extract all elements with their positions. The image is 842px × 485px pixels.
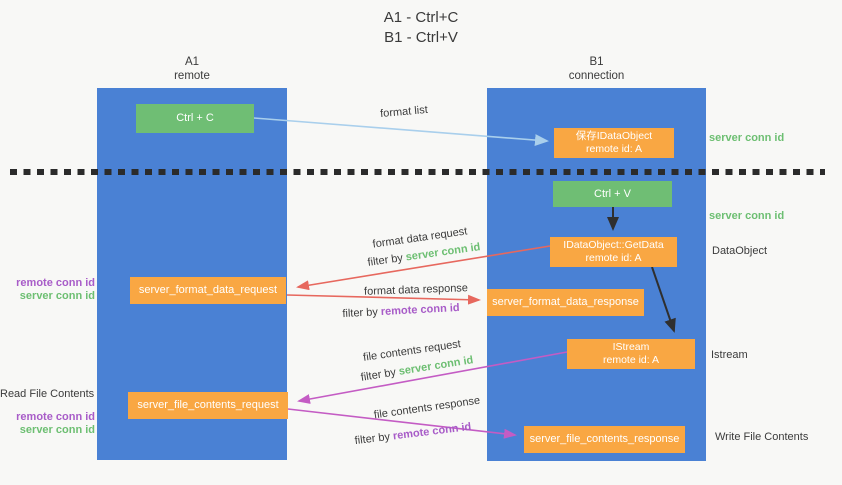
arrow-format-list	[253, 117, 549, 147]
column-header-b1: B1 connection	[487, 55, 706, 83]
annotation-remote-conn-id: remote conn id	[16, 411, 95, 423]
arrow-file-contents-request	[297, 351, 568, 404]
node-ctrl-c: Ctrl + C	[136, 104, 254, 133]
node-idataobject-getdata: IDataObject::GetData remote id: A	[550, 237, 677, 267]
node-ctrl-v: Ctrl + V	[553, 181, 672, 207]
arrow-getdata-to-istream	[651, 266, 676, 333]
column-b1-role: connection	[568, 70, 625, 82]
column-a1-role: remote	[174, 70, 210, 82]
node-server-format-data-request: server_format_data_request	[130, 277, 286, 304]
annotation-left-conn-ids-bottom: remote conn id server conn id	[0, 411, 95, 437]
node-istream: IStream remote id: A	[567, 339, 695, 369]
node-server-file-contents-response: server_file_contents_response	[524, 426, 685, 453]
node-idataobject-getdata-line2: remote id: A	[585, 252, 642, 264]
node-save-idataobject-line1: 保存IDataObject	[575, 130, 653, 142]
node-istream-line1: IStream	[612, 341, 650, 353]
annotation-server-conn-id: server conn id	[19, 424, 95, 436]
node-server-format-data-response: server_format_data_response	[487, 289, 644, 316]
title-line-2: B1 - Ctrl+V	[384, 29, 458, 46]
node-istream-line2: remote id: A	[602, 354, 660, 366]
annotation-server-conn-id: server conn id	[19, 290, 95, 302]
arrow-format-data-response	[286, 294, 481, 305]
annotation-remote-conn-id: remote conn id	[16, 277, 95, 289]
diagram-title: A1 - Ctrl+C B1 - Ctrl+V	[0, 8, 842, 48]
arrow-format-data-request	[296, 245, 551, 291]
annotation-left-conn-ids-top: remote conn id server conn id	[0, 277, 95, 303]
arrow-file-contents-response	[287, 408, 517, 439]
node-idataobject-getdata-line1: IDataObject::GetData	[563, 239, 664, 251]
annotation-read-file-contents: Read File Contents	[0, 388, 95, 400]
annotation-server-conn-id-right-mid: server conn id	[709, 210, 785, 222]
annotation-server-conn-id-right-top: server conn id	[709, 132, 785, 144]
column-b1-name: B1	[589, 56, 604, 68]
node-server-file-contents-request: server_file_contents_request	[128, 392, 288, 419]
annotation-istream: Istream	[711, 349, 748, 361]
annotation-dataobject: DataObject	[712, 245, 768, 257]
column-header-a1: A1 remote	[97, 55, 287, 83]
column-a1-name: A1	[184, 56, 200, 68]
node-save-idataobject: 保存IDataObject remote id: A	[554, 128, 674, 158]
annotation-write-file-contents: Write File Contents	[715, 431, 809, 443]
node-save-idataobject-line2: remote id: A	[585, 143, 643, 155]
filter-by-prefix: filter by	[342, 306, 379, 321]
title-line-1: A1 - Ctrl+C	[383, 9, 459, 26]
